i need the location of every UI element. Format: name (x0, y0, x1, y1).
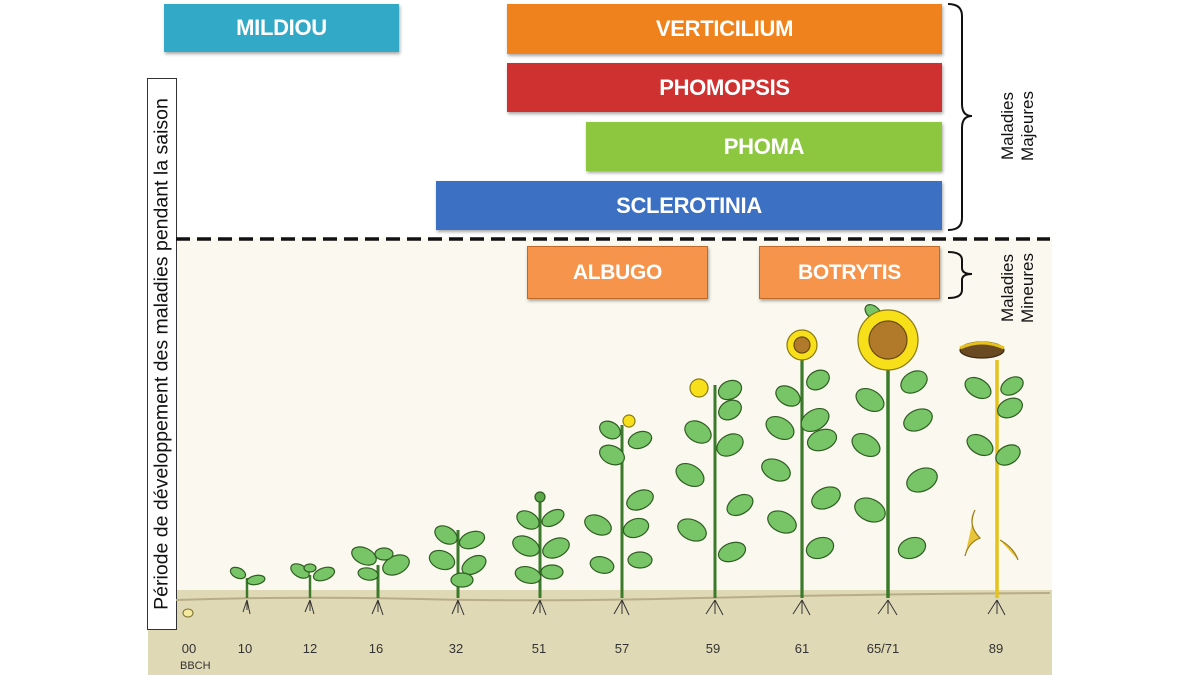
stage-label: 00 (181, 641, 197, 656)
stage-label: 61 (794, 641, 810, 656)
phoma-label: PHOMA (723, 133, 805, 159)
stage-label: 89 (988, 641, 1004, 656)
botrytis-label: BOTRYTIS (798, 260, 901, 284)
seed-icon (182, 608, 194, 618)
minor-brace (947, 251, 973, 299)
verticilium-label: VERTICILIUM (655, 16, 794, 41)
phomopsis-bar: PHOMOPSIS (507, 63, 942, 112)
albugo-bar: ALBUGO (527, 246, 708, 299)
plant-stage-61-icon (761, 329, 841, 616)
plant-stage-32-icon (428, 525, 487, 616)
plant-stage-12-icon (290, 563, 336, 615)
stage-label: 59 (705, 641, 721, 656)
stage-label: 57 (614, 641, 630, 656)
plant-stage-51-icon (512, 491, 570, 616)
soil-band (148, 590, 1052, 675)
verticilium-bar: VERTICILIUM (507, 4, 942, 54)
phoma-bar: PHOMA (586, 122, 942, 171)
stage-label: 12 (302, 641, 318, 656)
plant-stage-59-icon (675, 378, 754, 616)
plant-stage-16-icon (351, 546, 410, 616)
stage-label: 32 (448, 641, 464, 656)
phomopsis-label: PHOMOPSIS (659, 74, 790, 100)
plant-stage-57-icon (584, 414, 654, 616)
stage-label: 65/71 (866, 641, 900, 656)
plant-stage-89-icon (959, 341, 1024, 616)
albugo-label: ALBUGO (572, 260, 663, 284)
mildiou-bar: MILDIOU (164, 4, 399, 52)
botrytis-bar: BOTRYTIS (759, 246, 940, 299)
sclerotinia-bar: SCLEROTINIA (436, 181, 942, 230)
stage-label: 16 (368, 641, 384, 656)
ground-line (175, 592, 1051, 602)
stage-label: 10 (237, 641, 253, 656)
major-brace (947, 3, 973, 231)
stage-label: 51 (531, 641, 547, 656)
season-period-label-box: Période de développement des maladies pe… (147, 78, 177, 630)
bbch-label: BBCH (180, 660, 211, 672)
mildiou-label: MILDIOU (236, 15, 327, 40)
plant-stage-10-icon (229, 566, 266, 615)
plant-stage-65-71-icon (851, 304, 938, 616)
sclerotinia-label: SCLEROTINIA (616, 192, 762, 218)
